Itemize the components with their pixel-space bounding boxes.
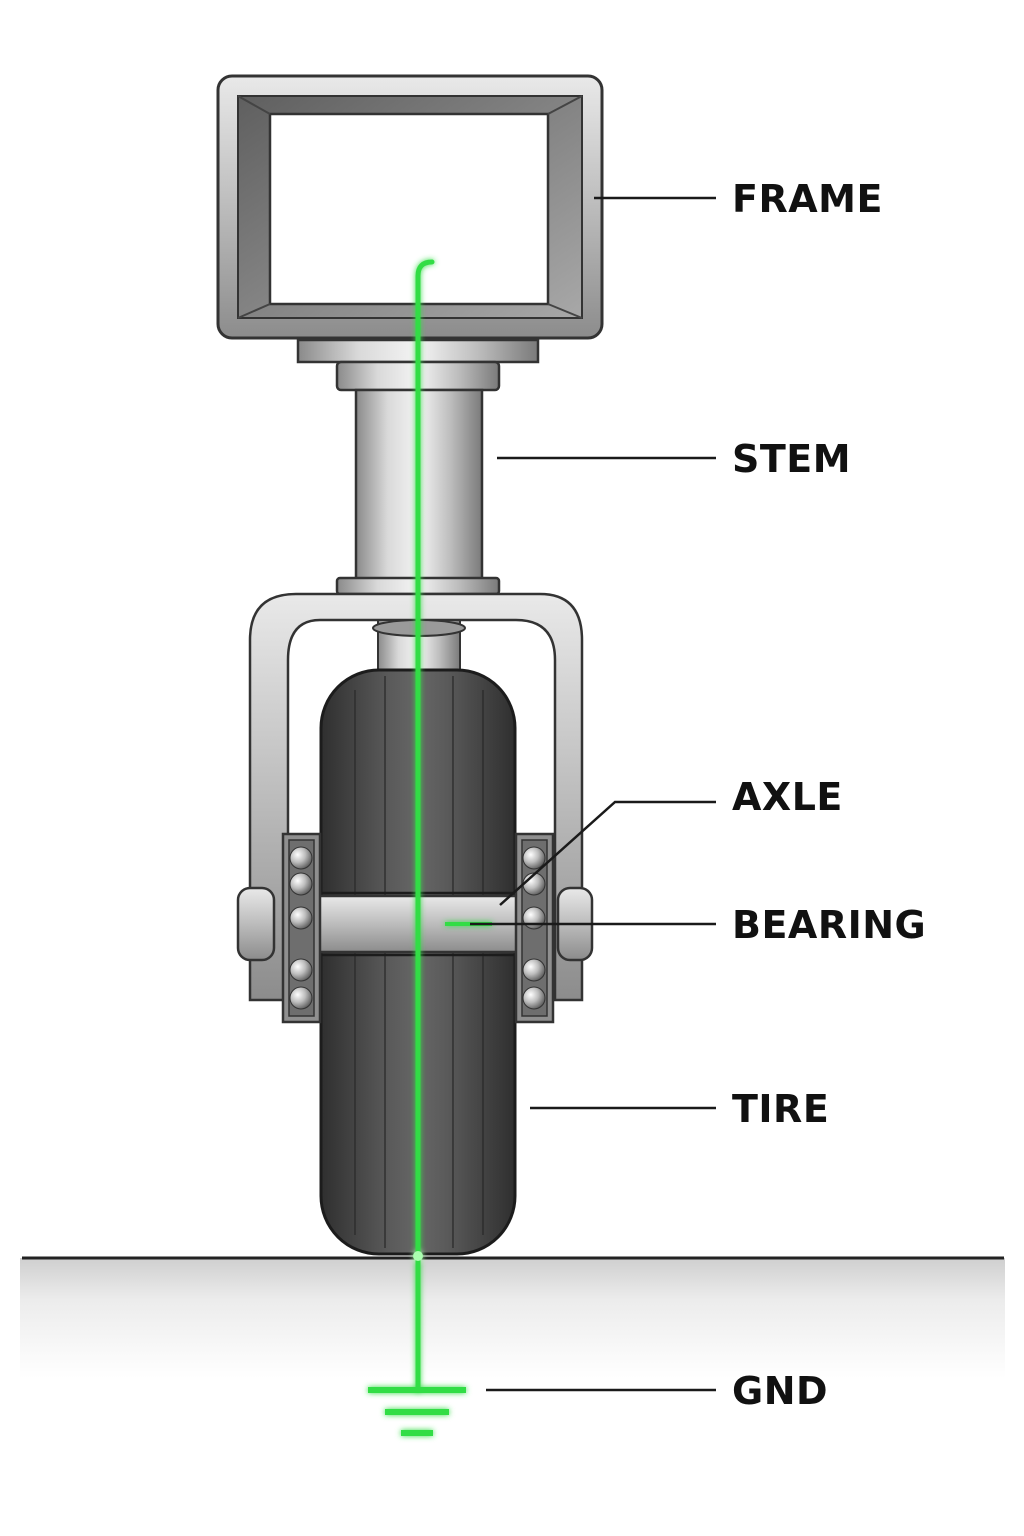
label-bearing: BEARING <box>732 903 926 947</box>
label-axle: AXLE <box>732 775 843 819</box>
label-stem: STEM <box>732 437 851 481</box>
leader-axle <box>499 800 716 906</box>
frame <box>216 74 604 340</box>
bearing-right <box>514 832 555 1024</box>
ground-symbol-icon <box>368 1387 466 1436</box>
callout-labels: FRAME STEM AXLE BEARING TIRE GND <box>732 177 926 1413</box>
leader-lines <box>470 196 716 1392</box>
label-tire: TIRE <box>732 1087 829 1131</box>
ground <box>20 1256 1005 1378</box>
ground-shadow <box>20 1258 1005 1378</box>
bearing-left <box>281 832 322 1024</box>
label-gnd: GND <box>732 1369 828 1413</box>
label-frame: FRAME <box>732 177 883 221</box>
